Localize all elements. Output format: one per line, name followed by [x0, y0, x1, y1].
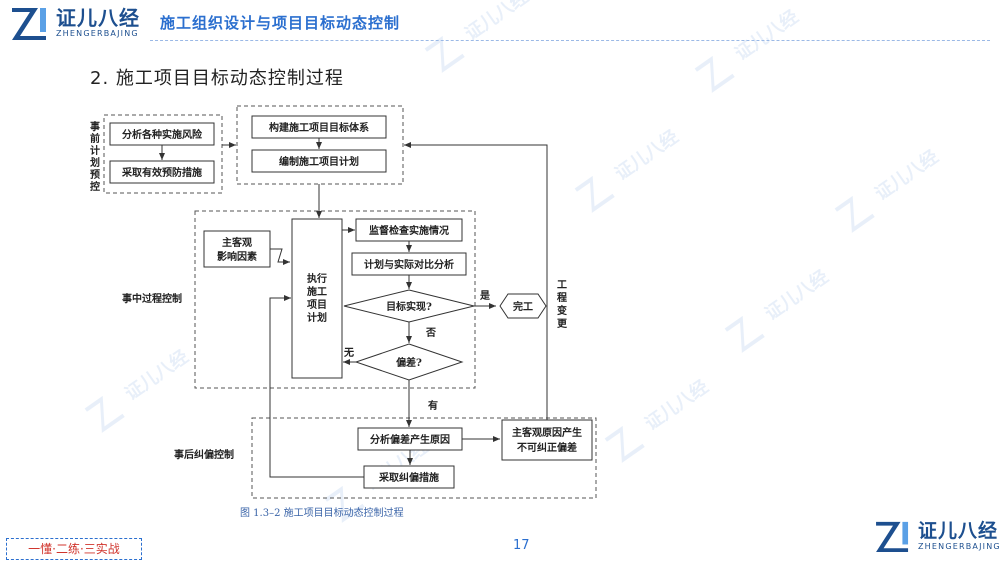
svg-text:采取纠偏措施: 采取纠偏措施: [378, 471, 439, 484]
take-prevent-box: [109, 160, 215, 184]
build-system-label: 构建施工项目目标体系: [269, 121, 369, 134]
header-title: 施工组织设计与项目目标动态控制: [160, 14, 401, 32]
analyze-risk-label: 分析各种实施风险: [122, 128, 203, 141]
uncorrectable-box: [501, 419, 593, 461]
footer-logo-name: 证儿八经: [918, 520, 999, 542]
pre-control-label: 事 前 计 划 预 控: [90, 120, 100, 193]
logo-icon: [876, 521, 909, 552]
svg-text:主客观原因产生: 主客观原因产生: [512, 426, 582, 439]
svg-text:更: 更: [557, 318, 568, 330]
pre-control-group: [103, 114, 223, 194]
logo-subtitle: ZHENGERBAJING: [56, 29, 139, 38]
svg-text:完工: 完工: [513, 300, 533, 313]
footer-logo-subtitle: ZHENGERBAJING: [918, 542, 1000, 551]
tagline-badge: 一懂·二练·三实战: [6, 538, 142, 560]
svg-text:偏差?: 偏差?: [396, 356, 422, 369]
svg-text:目标实现?: 目标实现?: [386, 300, 432, 313]
yes-label: 是: [479, 290, 490, 302]
make-plan-label: 编制施工项目计划: [279, 155, 359, 168]
execute-plan-box: [291, 218, 343, 379]
svg-text:工: 工: [557, 280, 567, 291]
svg-text:分析偏差产生原因: 分析偏差产生原因: [370, 433, 450, 446]
svg-text:执行: 执行: [307, 272, 327, 285]
figure-caption: 图 1.3–2 施工项目目标动态控制过程: [240, 506, 404, 519]
svg-text:程: 程: [557, 291, 567, 304]
svg-text:项目: 项目: [307, 299, 327, 311]
svg-text:影响因素: 影响因素: [217, 250, 257, 263]
svg-text:不可纠正偏差: 不可纠正偏差: [517, 441, 577, 454]
logo-name: 证儿八经: [56, 6, 140, 30]
svg-text:施工: 施工: [307, 285, 327, 298]
svg-text:控: 控: [90, 180, 100, 193]
svg-text:划: 划: [90, 156, 100, 169]
svg-text:变: 变: [557, 304, 567, 317]
svg-text:事: 事: [90, 120, 100, 133]
have-label: 有: [428, 399, 438, 412]
footer-logo: 证儿八经 ZHENGERBAJING: [874, 520, 1000, 552]
project-change-label: 工 程 变 更: [557, 280, 568, 330]
svg-text:预: 预: [90, 169, 100, 181]
none-label: 无: [343, 347, 354, 359]
no-label: 否: [425, 327, 436, 339]
in-process-group: [194, 210, 476, 389]
slide-header: 证儿八经 ZHENGERBAJING 施工组织设计与项目目标动态控制: [0, 0, 1000, 46]
header-divider: [150, 40, 990, 41]
supervise-label: 监督检查实施情况: [369, 224, 449, 237]
make-plan-box: [251, 149, 387, 173]
plan-group: [236, 105, 404, 185]
svg-text:计划: 计划: [307, 311, 327, 324]
section-title: 2. 施工项目目标动态控制过程: [90, 68, 344, 89]
page-number: 17: [513, 538, 530, 553]
compare-label: 计划与实际对比分析: [364, 258, 454, 271]
svg-text:前: 前: [90, 132, 100, 145]
in-process-label: 事中过程控制: [122, 292, 182, 305]
post-control-group: [251, 417, 597, 499]
post-control-label: 事后纠偏控制: [174, 448, 234, 461]
svg-text:计: 计: [90, 144, 100, 157]
finish-terminal: [499, 293, 547, 319]
logo-icon: [12, 8, 46, 40]
take-prevent-label: 采取有效预防措施: [121, 166, 202, 179]
brand-logo: 证儿八经 ZHENGERBAJING: [10, 6, 140, 40]
svg-text:主客观: 主客观: [222, 236, 252, 249]
